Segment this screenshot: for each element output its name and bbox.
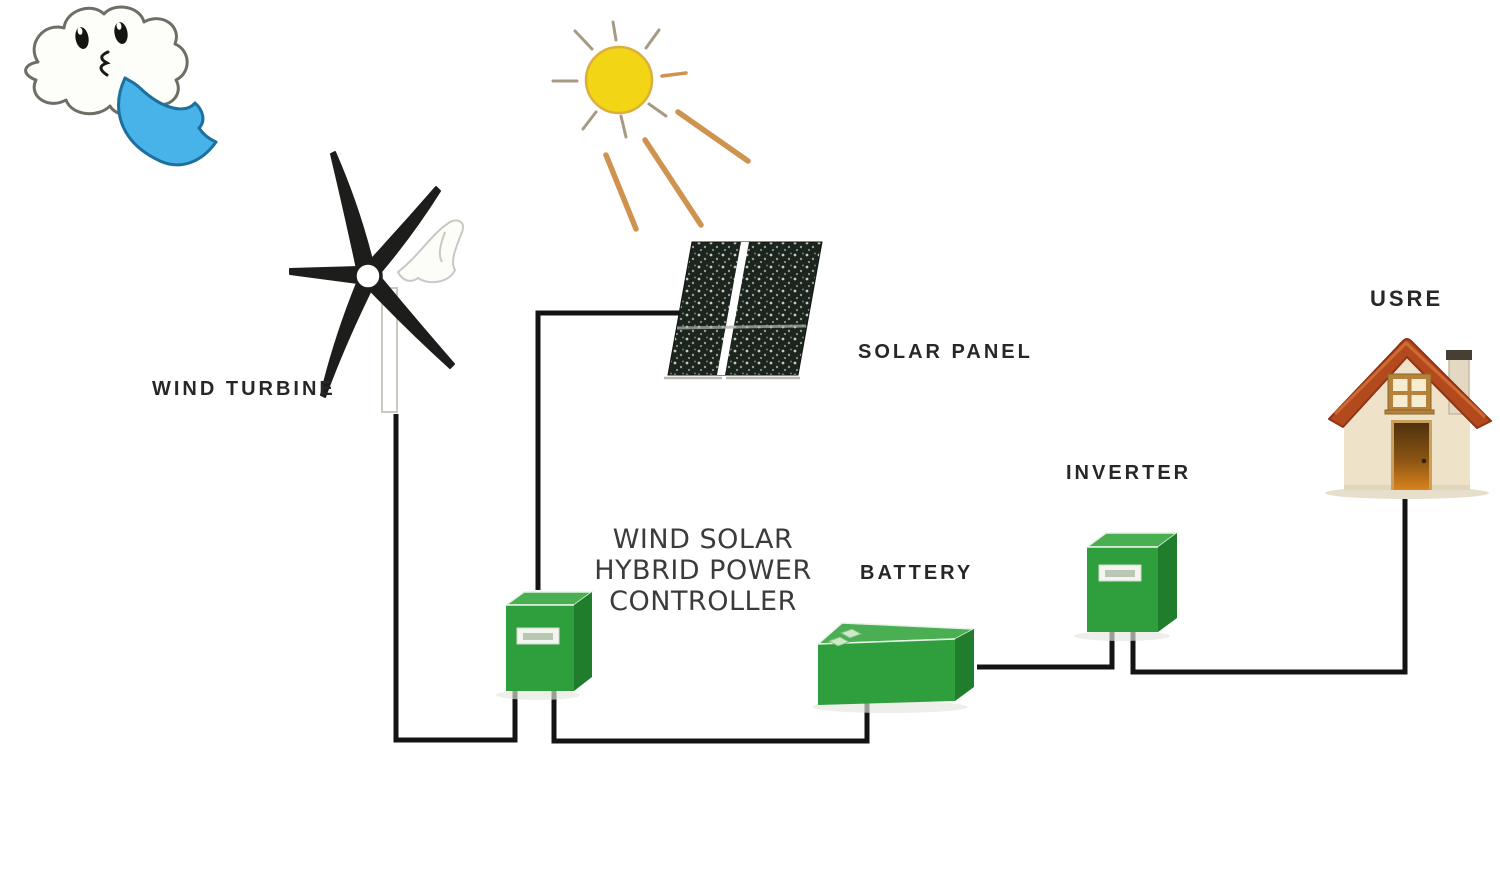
solar-panel-label: SOLAR PANEL (858, 341, 1033, 363)
house-window (1384, 373, 1435, 415)
wind-turbine-icon (289, 151, 464, 413)
inverter-box-icon (1074, 532, 1180, 641)
controller-label: WIND SOLAR HYBRID POWER CONTROLLER (578, 524, 828, 617)
wire-inverter-to-house (1130, 497, 1408, 675)
wire-controller-to-battery (551, 691, 870, 744)
wire-solar-to-controller (535, 310, 681, 590)
user-label: USRE (1370, 286, 1444, 311)
inverter-label: INVERTER (1066, 462, 1192, 484)
wind-swoosh-icon (117, 76, 218, 167)
house-door (1391, 420, 1432, 490)
cloud-icon (24, 5, 189, 117)
wind-turbine-label: WIND TURBINE (152, 378, 336, 400)
wire-battery-to-inverter (977, 630, 1115, 670)
controller-box-icon (496, 591, 595, 700)
controller-label-line3: CONTROLLER (609, 586, 797, 617)
battery-icon (812, 622, 977, 713)
wire-turbine-to-controller (393, 414, 518, 743)
house-icon (1325, 338, 1492, 499)
controller-label-line1: WIND SOLAR (612, 524, 794, 555)
solar-panel-icon (664, 241, 823, 380)
sun-icon (551, 20, 751, 232)
sun-rays-icon (603, 109, 751, 232)
wires (393, 310, 1408, 744)
controller-label-line2: HYBRID POWER (594, 555, 812, 586)
battery-label: BATTERY (860, 562, 974, 584)
